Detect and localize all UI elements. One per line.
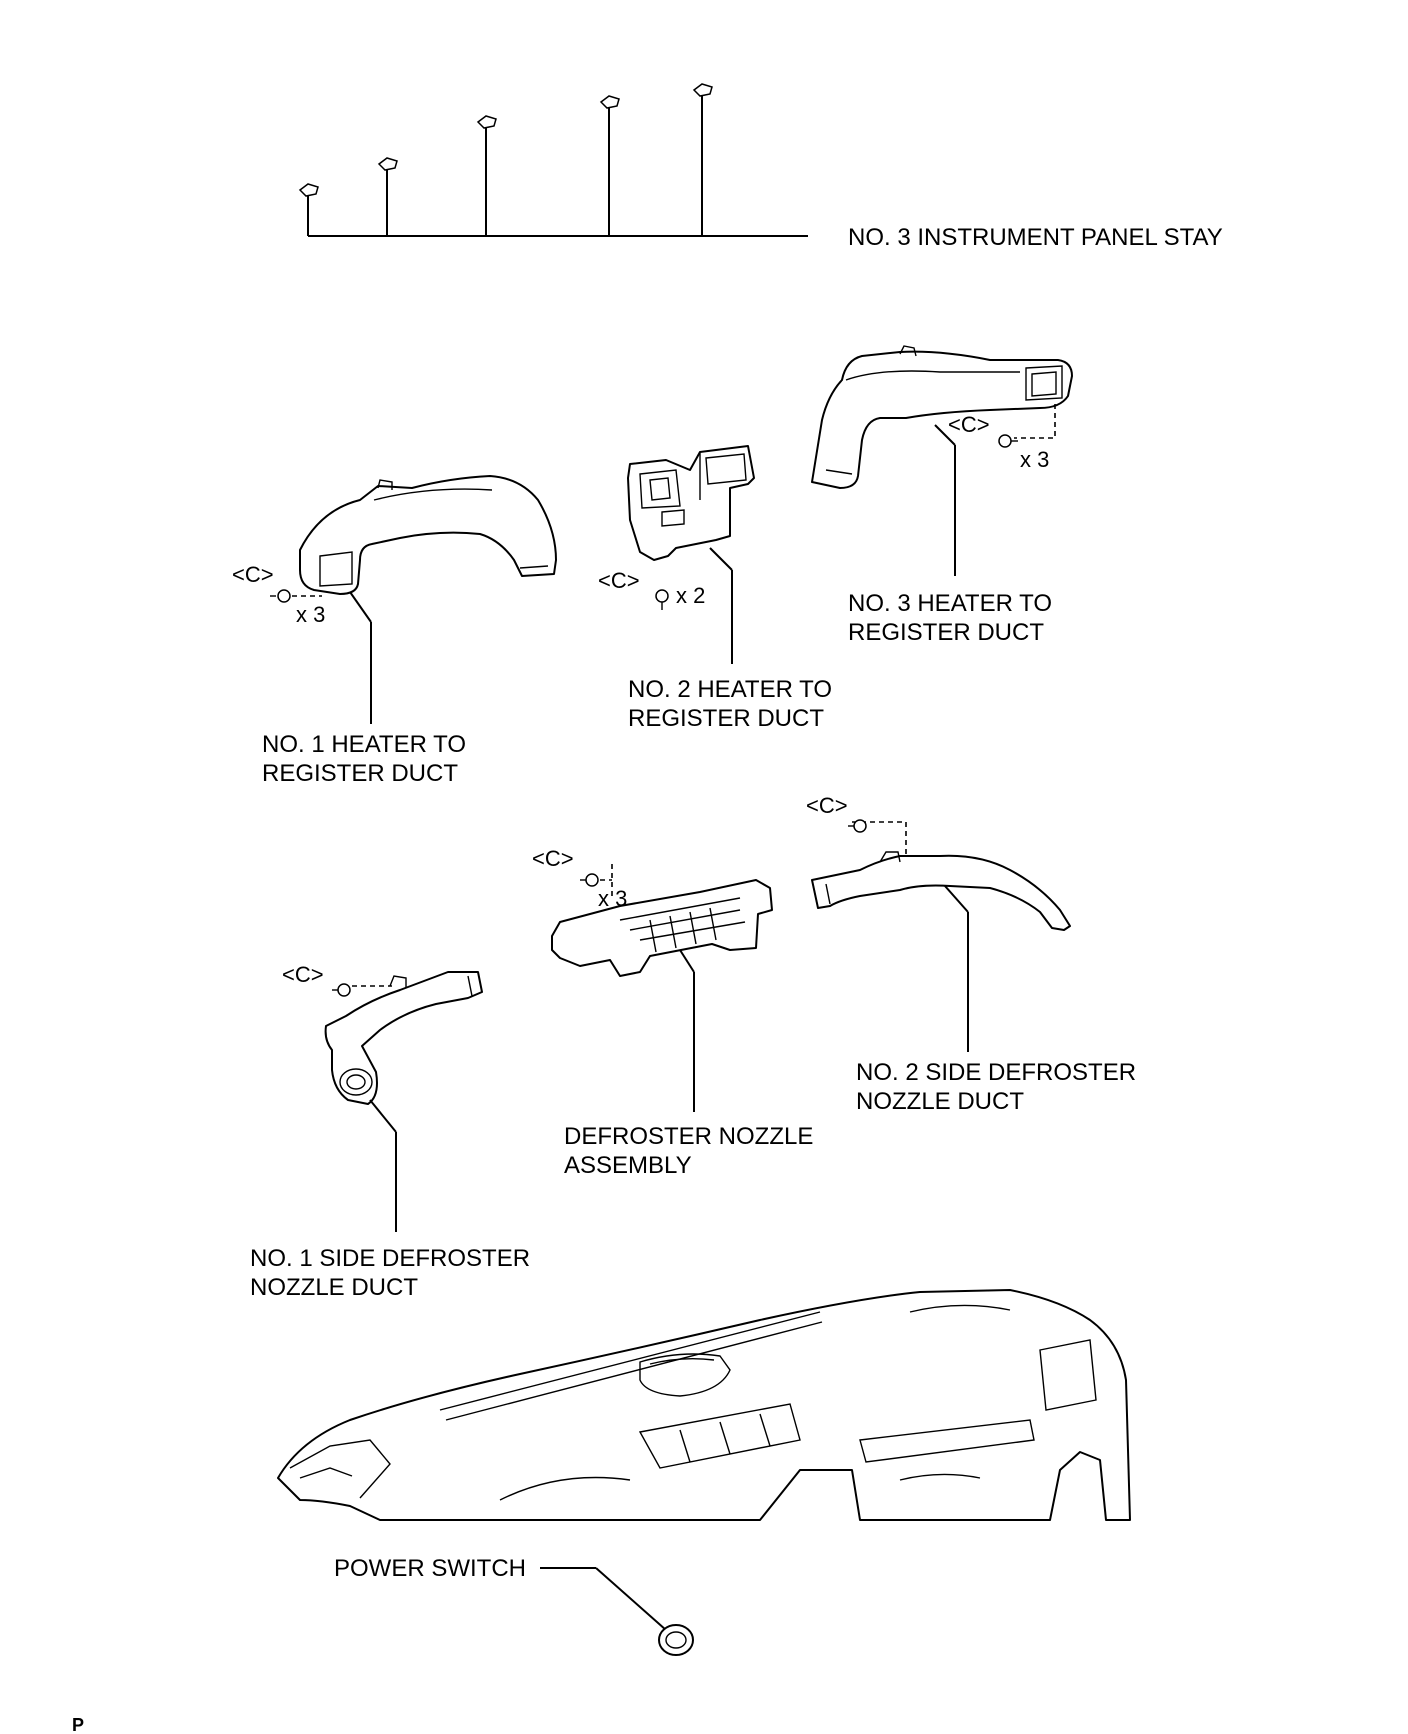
screw-icon: [848, 819, 867, 833]
defroster-label-line1: DEFROSTER NOZZLE: [564, 1123, 813, 1150]
duct1-label-line2: REGISTER DUCT: [262, 760, 458, 787]
duct2-c-label: <C>: [598, 568, 640, 593]
defroster-group: <C> x 3 DEFROSTER NOZZLE ASSEMBLY: [532, 846, 813, 1179]
clip-icon: [298, 183, 319, 197]
screw-icon: [998, 434, 1018, 448]
screw-icon: [655, 589, 669, 610]
duct2-label-line2: REGISTER DUCT: [628, 705, 824, 732]
duct3-group: <C> x 3 NO. 3 HEATER TO REGISTER DUCT: [811, 345, 1073, 646]
clip-icon: [599, 95, 620, 109]
defroster-label-line2: ASSEMBLY: [564, 1152, 692, 1179]
defroster-c-label: <C>: [532, 846, 574, 871]
power-switch-label: POWER SWITCH: [334, 1555, 526, 1582]
instrument-panel: [277, 1289, 1131, 1521]
clip-icon: [476, 115, 497, 129]
page-mark: P: [72, 1715, 84, 1734]
side2-label-line1: NO. 2 SIDE DEFROSTER: [856, 1059, 1136, 1086]
clip-icon: [692, 83, 713, 97]
side2-c-label: <C>: [806, 793, 848, 818]
duct1-label-line1: NO. 1 HEATER TO: [262, 731, 466, 758]
duct3-label-line2: REGISTER DUCT: [848, 619, 1044, 646]
duct2-group: <C> x 2 NO. 2 HEATER TO REGISTER DUCT: [598, 445, 832, 732]
duct2-qty-label: x 2: [676, 583, 705, 608]
screw-icon: [580, 873, 599, 887]
duct2-label-line1: NO. 2 HEATER TO: [628, 676, 832, 703]
stay-label: NO. 3 INSTRUMENT PANEL STAY: [848, 224, 1223, 251]
side1-group: <C> NO. 1 SIDE DEFROSTER NOZZLE DUCT: [250, 962, 530, 1301]
side2-label-line2: NOZZLE DUCT: [856, 1088, 1024, 1115]
side1-c-label: <C>: [282, 962, 324, 987]
duct1-qty-label: x 3: [296, 602, 325, 627]
side2-group: <C> NO. 2 SIDE DEFROSTER NOZZLE DUCT: [806, 793, 1136, 1115]
duct3-label-line1: NO. 3 HEATER TO: [848, 590, 1052, 617]
screw-icon: [270, 589, 291, 603]
screw-icon: [332, 983, 351, 997]
side1-label-line1: NO. 1 SIDE DEFROSTER: [250, 1245, 530, 1272]
side1-label-line2: NOZZLE DUCT: [250, 1274, 418, 1301]
defroster-qty-label: x 3: [598, 886, 627, 911]
duct1-c-label: <C>: [232, 562, 274, 587]
stay-group: NO. 3 INSTRUMENT PANEL STAY: [298, 83, 1223, 251]
duct3-qty-label: x 3: [1020, 447, 1049, 472]
power-switch-icon: [658, 1624, 694, 1656]
duct1-group: <C> x 3 NO. 1 HEATER TO REGISTER DUCT: [232, 475, 557, 787]
clip-icon: [377, 157, 398, 171]
power-switch-group: POWER SWITCH: [334, 1555, 694, 1656]
duct3-c-label: <C>: [948, 412, 990, 437]
